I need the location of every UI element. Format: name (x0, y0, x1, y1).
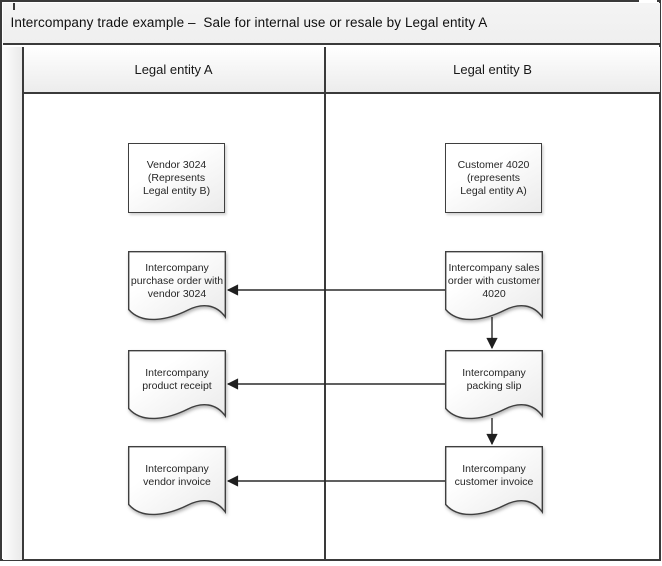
node-customer-invoice-text: Intercompany customer invoice (454, 463, 534, 488)
frame-tick-artifact (13, 2, 15, 10)
lane-header-legal-entity-a: Legal entity A (23, 46, 324, 94)
node-vendor-invoice: Intercompany vendor invoice (128, 446, 226, 528)
node-purchase-order-text: Intercompany purchase order with vendor … (130, 261, 224, 300)
node-customer-text: Customer 4020 (represents Legal entity A… (457, 158, 530, 197)
node-product-receipt-text: Intercompany product receipt (142, 367, 212, 392)
document-shape (445, 446, 543, 516)
node-sales-order-text: Intercompany sales order with customer 4… (447, 261, 541, 300)
lane-a-label: Legal entity A (134, 61, 213, 77)
document-shape (128, 350, 226, 420)
lane-divider (323, 46, 326, 560)
document-shape (445, 350, 543, 420)
document-shape (128, 446, 226, 516)
frame-notch-artifact (639, 0, 657, 3)
node-sales-order: Intercompany sales order with customer 4… (445, 251, 543, 333)
lane-header-legal-entity-b: Legal entity B (325, 46, 660, 94)
node-customer: Customer 4020 (represents Legal entity A… (445, 143, 542, 213)
node-vendor-text: Vendor 3024 (Represents Legal entity B) (142, 158, 211, 197)
node-purchase-order: Intercompany purchase order with vendor … (128, 251, 226, 333)
node-packing-slip: Intercompany packing slip (445, 350, 543, 432)
node-vendor-invoice-text: Intercompany vendor invoice (143, 463, 211, 488)
diagram-title-bar: Intercompany trade example – Sale for in… (2, 2, 660, 45)
node-product-receipt: Intercompany product receipt (128, 350, 226, 432)
swimlane-side-strip (2, 46, 24, 560)
node-packing-slip-text: Intercompany packing slip (462, 367, 526, 392)
document-shape (445, 251, 543, 321)
node-vendor: Vendor 3024 (Represents Legal entity B) (128, 143, 225, 213)
node-customer-invoice: Intercompany customer invoice (445, 446, 543, 528)
lane-b-label: Legal entity B (453, 61, 532, 77)
document-shape (128, 251, 226, 321)
diagram-title: Intercompany trade example – Sale for in… (10, 15, 488, 30)
